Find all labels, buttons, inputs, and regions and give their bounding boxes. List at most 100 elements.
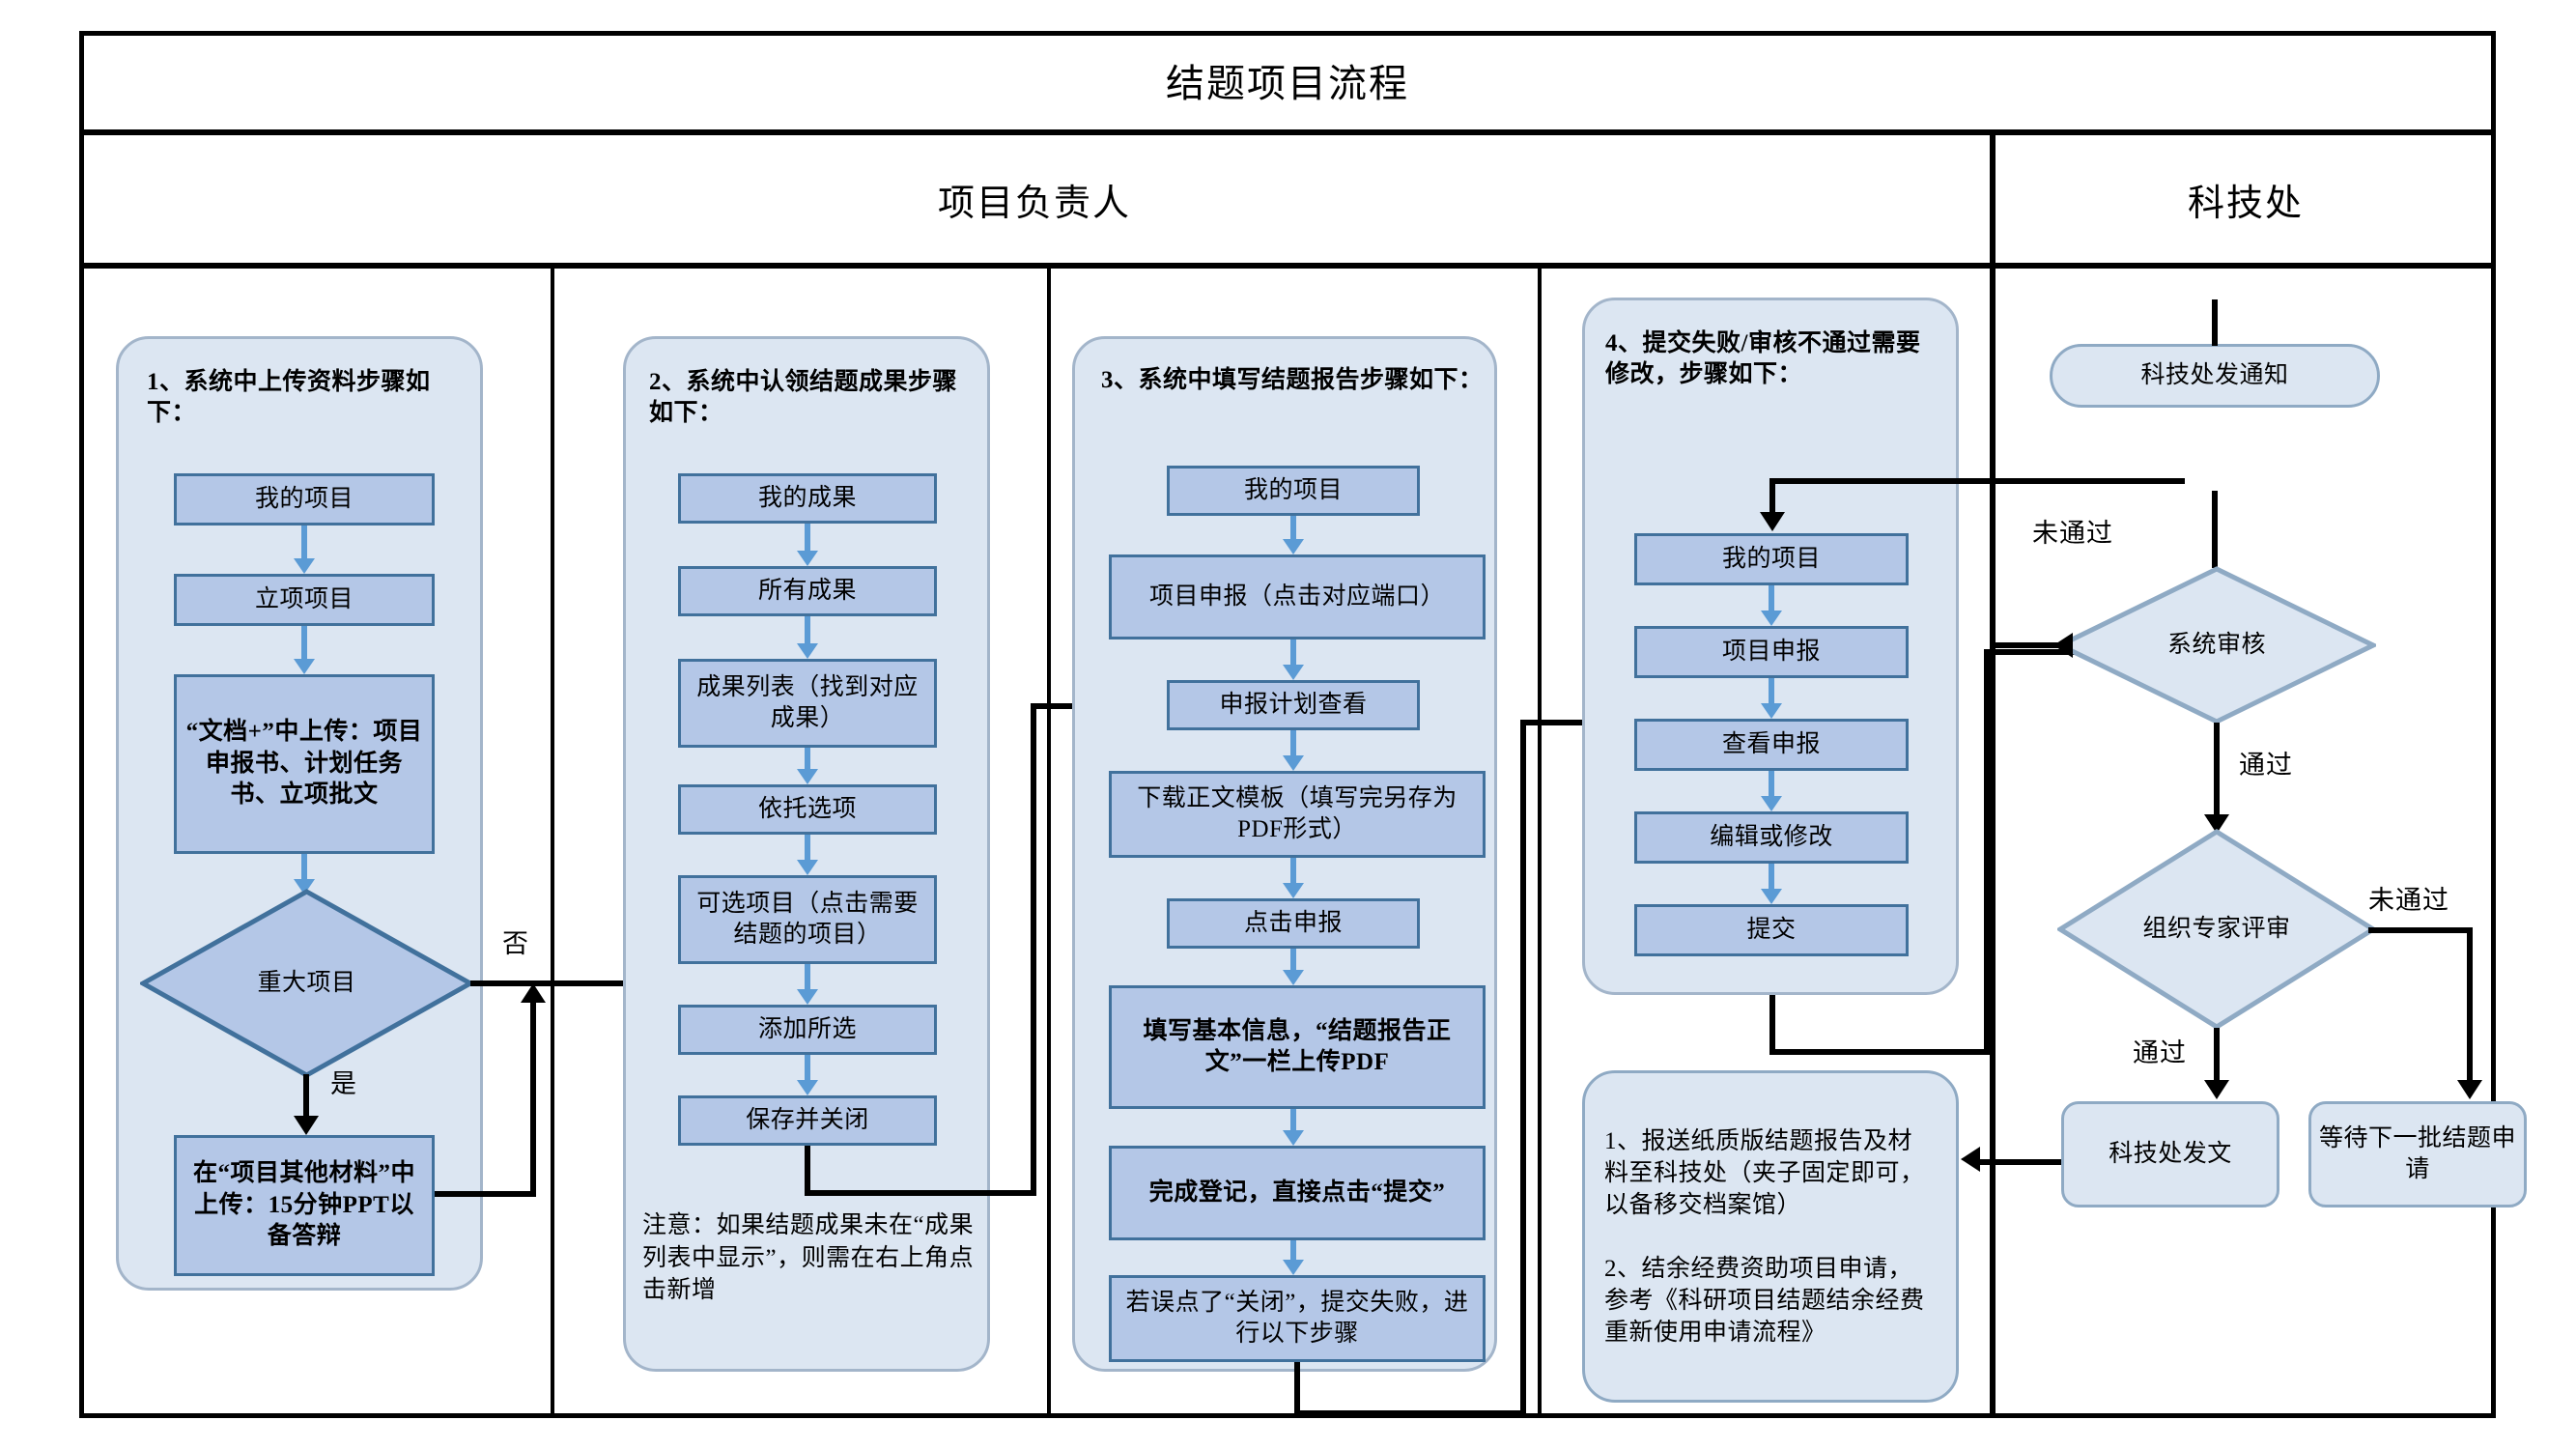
office-to-note-arrowhead: [1961, 1147, 1980, 1172]
c2-to-c3-v1: [805, 1146, 810, 1196]
c2-to-c3-v2: [1031, 703, 1036, 1196]
c4-step-my-project[interactable]: 我的项目: [1634, 533, 1909, 585]
c4-step-edit-modify[interactable]: 编辑或修改: [1634, 811, 1909, 864]
c4-arrow-4: [1634, 864, 1909, 904]
c5-decision2-fail-label: 未通过: [2368, 886, 2449, 915]
lane-divider-main: [1990, 129, 1996, 1418]
lane-header-owner: 项目负责人: [79, 135, 1990, 263]
c1-yes-arrowhead: [294, 1116, 319, 1135]
c1-decision-major-project[interactable]: 重大项目: [140, 889, 473, 1078]
c3-to-c4-v1: [1294, 1362, 1300, 1416]
c3-arrow-7: [1167, 1240, 1420, 1275]
c3-arrow-1: [1167, 516, 1420, 554]
c1-loop-arrowhead: [521, 983, 546, 1003]
c3-to-c4-v2: [1520, 720, 1526, 1416]
c3-to-c4-h1: [1294, 1410, 1526, 1416]
c2-arrow-5: [678, 964, 937, 1005]
title-row-divider: [79, 129, 2496, 135]
column3-heading: 3、系统中填写结题报告步骤如下：: [1101, 367, 1484, 393]
c2-step-all-results[interactable]: 所有成果: [678, 566, 937, 616]
c1-step-my-project[interactable]: 我的项目: [174, 473, 435, 526]
c3-step-submit-failed[interactable]: 若误点了“关闭”，提交失败，进行以下步骤: [1109, 1275, 1486, 1362]
lane-header-divider: [79, 263, 2496, 269]
c2-arrow-1: [678, 524, 937, 566]
c1-loop-h: [435, 1191, 536, 1197]
c2-arrow-4: [678, 835, 937, 875]
c4-arrow-2: [1634, 678, 1909, 719]
c1-no-label: 否: [502, 929, 529, 958]
c1-decision-label: 重大项目: [257, 970, 356, 997]
c5-decision-system-review[interactable]: 系统审核: [2057, 566, 2376, 724]
lane-header-office-text: 科技处: [2187, 183, 2304, 224]
c1-arrow-1: [174, 526, 435, 574]
c2-arrow-2: [678, 616, 937, 659]
column1-heading: 1、系统中上传资料步骤如下：: [147, 369, 431, 426]
c3-arrow-5: [1167, 949, 1420, 985]
c2-step-dependency[interactable]: 依托选项: [678, 784, 937, 835]
c1-yes-label: 是: [330, 1069, 357, 1098]
diagram-title: 结题项目流程: [79, 31, 2496, 129]
c3-step-click-declare[interactable]: 点击申报: [1167, 898, 1420, 949]
office-to-note-h: [1978, 1159, 2086, 1165]
c1-step-approved-project[interactable]: 立项项目: [174, 574, 435, 626]
c4-in-h: [1769, 478, 2185, 484]
c1-no-line-h: [470, 980, 625, 986]
diagram-outer-border: [79, 31, 2496, 1418]
c4-step-submit[interactable]: 提交: [1634, 904, 1909, 956]
c5-decision2-pass-label: 通过: [2133, 1038, 2187, 1067]
c2-step-my-results[interactable]: 我的成果: [678, 473, 937, 524]
c3-arrow-3: [1167, 730, 1420, 771]
c2-step-save-close[interactable]: 保存并关闭: [678, 1095, 937, 1146]
c4-out-v2: [1984, 649, 1990, 1055]
c1-yes-line-v: [303, 1074, 309, 1122]
c4-out-h1: [1769, 1049, 1990, 1055]
c2-arrow-3: [678, 748, 937, 784]
c5-notice-down-v: [2212, 491, 2218, 568]
c2-to-c3-h1: [805, 1190, 1036, 1196]
c5-decision-expert-review[interactable]: 组织专家评审: [2057, 829, 2376, 1030]
c4-out-v1: [1769, 995, 1775, 1055]
c4-in-v: [1769, 478, 1775, 517]
column-divider-2: [1047, 263, 1051, 1418]
c5-decision1-fail-label: 未通过: [2032, 519, 2113, 548]
c3-step-fill-info[interactable]: 填写基本信息，“结题报告正文”一栏上传PDF: [1109, 985, 1486, 1109]
c2-step-add-selected[interactable]: 添加所选: [678, 1005, 937, 1055]
c5-result-issue-document[interactable]: 科技处发文: [2061, 1101, 2279, 1208]
c3-arrow-2: [1167, 639, 1420, 680]
c4-in-arrowhead: [1760, 512, 1785, 531]
c1-step-doc-upload[interactable]: “文档+”中上传：项目申报书、计划任务书、立项批文: [174, 674, 435, 854]
c5-d2-fail-arrowhead: [2457, 1080, 2482, 1099]
c5-decision1-label: 系统审核: [2166, 632, 2266, 659]
c5-result-wait-next-batch[interactable]: 等待下一批结题申请: [2308, 1101, 2527, 1208]
column2-note: 注意：如果结题成果未在“成果列表中显示”，则需在右上角点击新增: [642, 1212, 975, 1303]
c3-step-complete-submit[interactable]: 完成登记，直接点击“提交”: [1109, 1146, 1486, 1240]
c4-arrow-1: [1634, 585, 1909, 626]
c3-step-project-declare[interactable]: 项目申报（点击对应端口）: [1109, 554, 1486, 639]
c5-d2-pass-arrowhead: [2204, 1080, 2229, 1099]
c2-step-selectable-project[interactable]: 可选项目（点击需要结题的项目）: [678, 875, 937, 964]
c5-decision2-label: 组织专家评审: [2142, 916, 2291, 943]
c5-d2-pass-v: [2214, 1028, 2220, 1088]
c4-arrow-3: [1634, 771, 1909, 811]
c5-decision1-pass-label: 通过: [2239, 751, 2293, 780]
c2-step-result-list[interactable]: 成果列表（找到对应成果）: [678, 659, 937, 748]
column2-heading: 2、系统中认领结题成果步骤如下：: [649, 369, 958, 426]
c3-arrow-4: [1167, 858, 1420, 898]
c4-step-view-declare[interactable]: 查看申报: [1634, 719, 1909, 771]
c5-d1-pass-v: [2214, 723, 2220, 821]
c3-step-plan-view[interactable]: 申报计划查看: [1167, 680, 1420, 730]
c5-start-notice[interactable]: 科技处发通知: [2050, 344, 2380, 408]
c4-footer-note: 1、报送纸质版结题报告及材料至科技处（夹子固定即可，以备移交档案馆） 2、结余经…: [1582, 1070, 1959, 1403]
c5-d1-pass-arrowhead: [2204, 814, 2229, 834]
c4-step-project-declare[interactable]: 项目申报: [1634, 626, 1909, 678]
column4-heading: 4、提交失败/审核不通过需要修改，步骤如下：: [1605, 330, 1921, 387]
c4-footer-note-text: 1、报送纸质版结题报告及材料至科技处（夹子固定即可，以备移交档案馆） 2、结余经…: [1604, 1127, 1925, 1346]
column-divider-3: [1538, 263, 1542, 1418]
c3-step-my-project[interactable]: 我的项目: [1167, 466, 1420, 516]
c5-d2-fail-v: [2467, 927, 2473, 1087]
c1-arrow-2: [174, 626, 435, 674]
c3-arrow-6: [1167, 1109, 1420, 1146]
c1-step-ppt-upload[interactable]: 在“项目其他材料”中上传：15分钟PPT以备答辩: [174, 1135, 435, 1276]
c3-step-download-template[interactable]: 下载正文模板（填写完另存为PDF形式）: [1109, 771, 1486, 858]
